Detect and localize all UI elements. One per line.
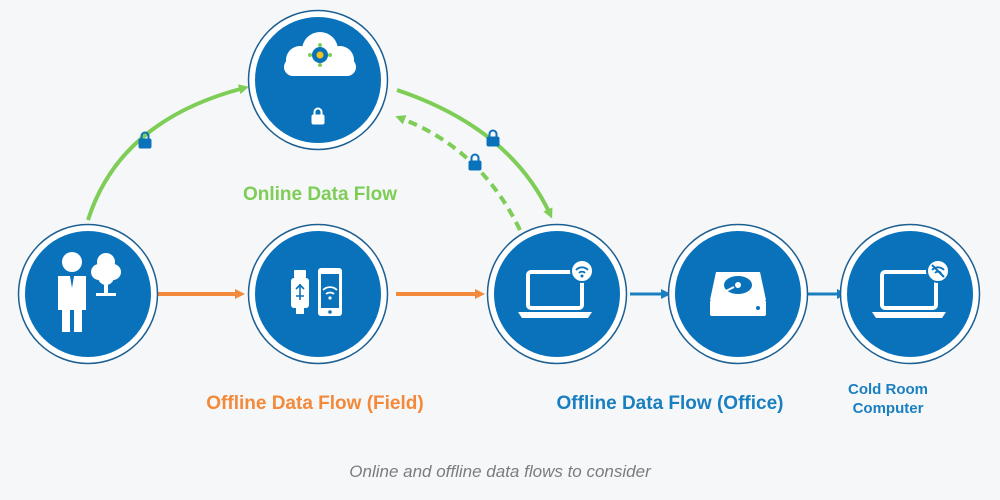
lock-icon	[486, 129, 500, 147]
offline-office-flow-label: Offline Data Flow (Office)	[556, 393, 784, 414]
arrow-user-to-server	[86, 84, 249, 221]
diagram-caption: Online and offline data flows to conside…	[349, 462, 651, 481]
usb-drive-icon	[291, 270, 309, 314]
node-user	[17, 223, 159, 365]
smartphone-wifi-icon	[318, 268, 342, 316]
person-icon	[58, 252, 86, 332]
node-field-devices	[247, 223, 389, 365]
lock-icon	[468, 153, 482, 171]
laptop-icon	[872, 270, 946, 318]
arrow-laptop-to-server-dashed	[395, 115, 522, 231]
node-server	[247, 9, 389, 151]
server-label: Server	[299, 82, 337, 96]
gear-icon	[308, 43, 332, 67]
node-cold-room-computer	[839, 223, 981, 365]
online-flow-label: Online Data Flow	[242, 184, 398, 205]
cold-room-label-line1: Cold Room	[848, 381, 928, 398]
node-hard-drive	[667, 223, 809, 365]
node-office-laptop	[486, 223, 628, 365]
cold-room-label-line2: Computer	[852, 400, 924, 417]
wifi-icon	[570, 259, 594, 283]
no-wifi-icon	[926, 259, 950, 283]
laptop-icon	[518, 270, 592, 318]
hard-drive-icon	[710, 272, 766, 316]
cold-room-computer-label: Cold Room Computer	[828, 380, 948, 418]
offline-field-flow-label: Offline Data Flow (Field)	[206, 393, 424, 414]
tree-icon	[91, 253, 121, 296]
